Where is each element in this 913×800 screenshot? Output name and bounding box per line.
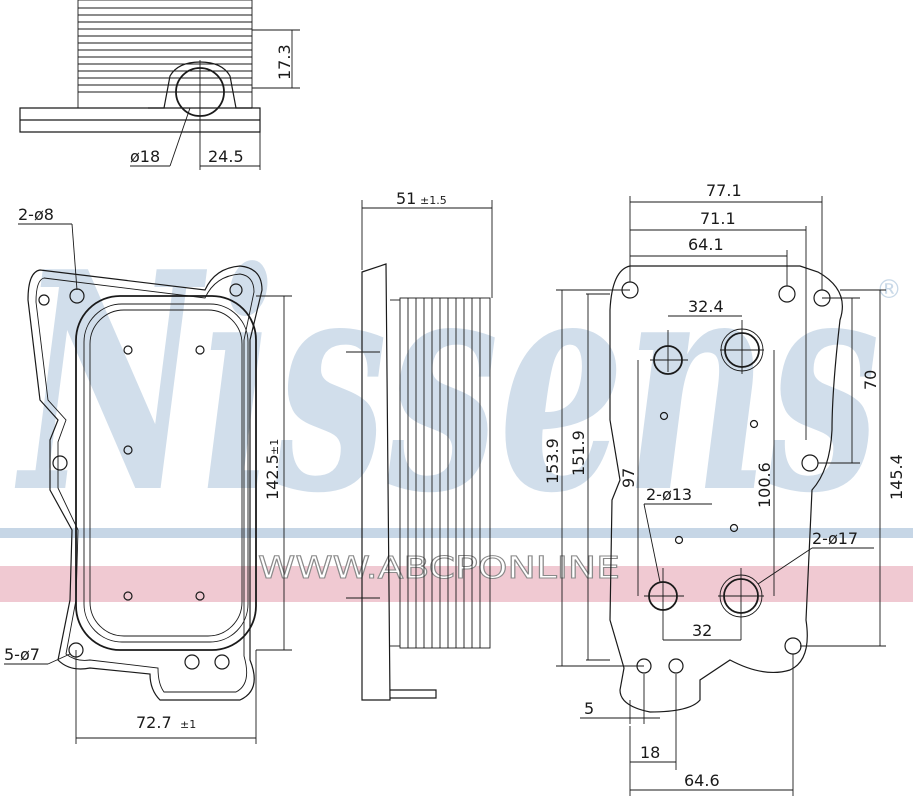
hole-icon	[229, 283, 243, 297]
rear-view-outline	[609, 265, 843, 713]
hole-icon	[784, 637, 802, 655]
dim-rear-offset-18: 18	[640, 743, 660, 762]
hole-icon	[668, 658, 684, 674]
dim-large-holes: 2-ø8	[18, 205, 54, 224]
dim-port-offset: 24.5	[208, 147, 244, 166]
top-view: 17.3 ø18 24.5	[19, 0, 300, 170]
dim-rear-64-6: 64.6	[684, 771, 720, 790]
side-view: 51 ±1.5	[346, 189, 493, 701]
watermark-website: WWW.ABCPONLINE	[258, 551, 620, 586]
dim-rear-77-1: 77.1	[706, 181, 742, 200]
hole-icon	[52, 455, 68, 471]
dim-rear-145-4: 145.4	[887, 454, 906, 500]
front-view: 2-ø8 5-ø7 142.5 ±1 72.7 ±1	[4, 205, 292, 744]
watermark-brand: Nissens	[14, 206, 880, 559]
dim-rear-offset-5: 5	[584, 699, 594, 718]
dim-rear-64-1: 64.1	[688, 235, 724, 254]
dim-front-width: 72.7	[136, 713, 172, 732]
top-view-fins	[77, 0, 253, 109]
dim-front-height: 142.5	[263, 454, 282, 500]
dim-rear-ports-small: 2-ø13	[646, 485, 692, 504]
side-view-plate	[361, 263, 391, 701]
dim-rear-port-spacing-bottom: 32	[692, 621, 712, 640]
front-view-holes	[38, 283, 243, 670]
dim-front-width-tol: ±1	[180, 718, 196, 731]
dim-rear-71-1: 71.1	[700, 209, 736, 228]
dim-top-height: 17.3	[275, 44, 294, 80]
watermark-band-blue	[0, 528, 913, 538]
dim-rear-70: 70	[861, 370, 880, 390]
dim-rear-ports-large: 2-ø17	[812, 529, 858, 548]
dim-rear-100-6: 100.6	[755, 462, 774, 508]
dim-side-depth-tol: ±1.5	[420, 194, 447, 207]
dim-rear-97: 97	[619, 468, 638, 488]
front-view-core-outer	[75, 295, 257, 651]
hole-icon	[38, 294, 50, 306]
side-view-fins	[399, 297, 491, 649]
watermark: Nissens ® WWW.ABCPONLINE	[0, 206, 913, 602]
front-view-outline	[27, 265, 263, 701]
dim-rear-153-9: 153.9	[543, 438, 562, 484]
dim-front-height-tol: ±1	[268, 439, 281, 455]
rear-view: 77.1 71.1 64.1 32.4 153.9 151.9 97 100.6…	[543, 181, 906, 796]
dim-small-holes: 5-ø7	[4, 645, 40, 664]
dim-rear-port-spacing-top: 32.4	[688, 297, 724, 316]
hole-icon	[214, 654, 230, 670]
hole-icon	[184, 654, 200, 670]
rear-view-holes	[621, 281, 831, 674]
dim-rear-151-9: 151.9	[569, 430, 588, 476]
dim-port-diameter: ø18	[130, 147, 160, 166]
top-view-base-plate	[19, 107, 261, 133]
dim-side-depth: 51	[396, 189, 416, 208]
